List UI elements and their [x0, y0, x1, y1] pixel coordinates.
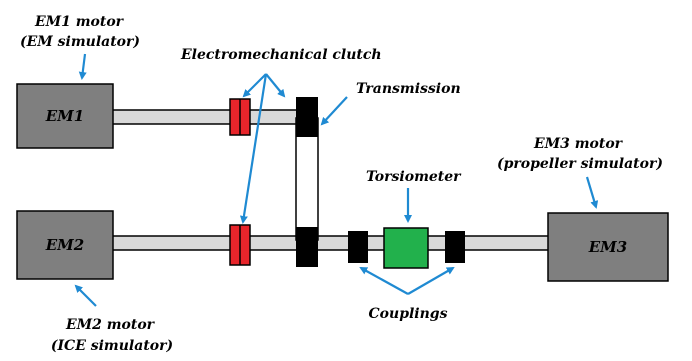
arrow-clutch-upper-1 — [242, 73, 267, 98]
em2-block — [16, 210, 114, 280]
em3-block — [547, 212, 669, 282]
em1-block-label: EM1 — [45, 107, 84, 125]
arrow-em1 — [78, 53, 87, 80]
clutch-label: Electromechanical clutch — [180, 47, 382, 63]
em2-motor-sublabel: (ICE simulator) — [51, 338, 173, 354]
coupling-left — [348, 231, 368, 263]
em3-motor-label: EM3 motor — [533, 136, 624, 152]
torsiometer-block — [383, 227, 429, 269]
em1-block — [16, 83, 114, 149]
em3-block-label: EM3 — [588, 238, 627, 256]
torsiometer-label: Torsiometer — [366, 169, 462, 185]
em1-motor-sublabel: (EM simulator) — [20, 34, 140, 50]
arrow-coupling-left — [359, 267, 409, 295]
arrow-em2 — [74, 284, 97, 307]
arrow-em3 — [585, 176, 599, 209]
arrow-transmission — [320, 96, 348, 126]
couplings-label: Couplings — [369, 306, 448, 322]
coupling-right — [445, 231, 465, 263]
em2-block-label: EM2 — [45, 236, 84, 254]
em1-motor-label: EM1 motor — [34, 14, 125, 30]
upper-shaft — [111, 109, 299, 125]
lower-shaft — [111, 235, 551, 251]
upper-clutch — [229, 98, 251, 136]
arrow-coupling-right — [407, 266, 455, 295]
em2-motor-label: EM2 motor — [65, 317, 156, 333]
lower-clutch — [229, 224, 251, 266]
arrow-clutch-upper-2 — [265, 73, 286, 98]
em3-motor-sublabel: (propeller simulator) — [497, 156, 663, 172]
annotation-arrows — [74, 53, 599, 307]
transmission-upper-gear — [296, 97, 318, 137]
transmission-lower-gear — [296, 227, 318, 267]
arrow-clutch-lower — [239, 73, 268, 224]
transmission-label: Transmission — [356, 81, 461, 97]
